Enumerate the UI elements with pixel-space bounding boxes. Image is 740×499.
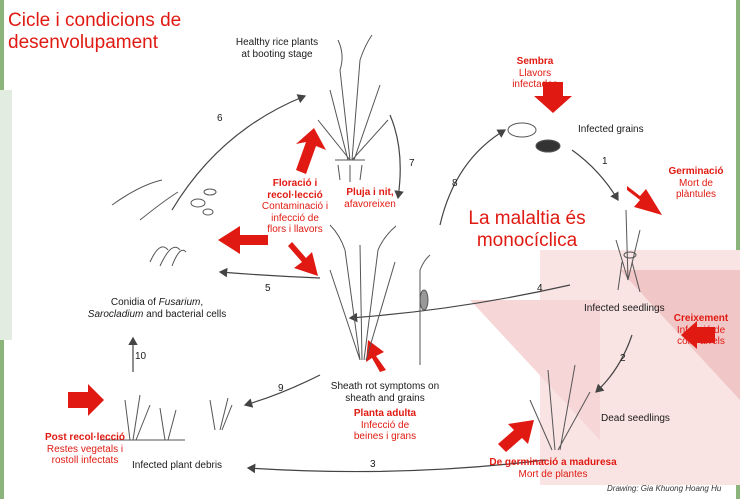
red-arrow-pluja <box>288 242 318 276</box>
post-recol-title: Post recol·lecció <box>30 432 140 444</box>
red-arrow-floracio <box>296 128 326 174</box>
germ-madur-title: De germinació a maduresa <box>478 457 628 469</box>
sheath-rot-line-2: sheath and grains <box>320 393 450 405</box>
step-2: 2 <box>620 353 626 365</box>
title-line-1: Cicle i condicions de <box>8 10 181 32</box>
germinacio-line-2: plàntules <box>656 189 736 201</box>
annotation-post-recol: Post recol·lecció Restes vegetals i rost… <box>30 432 140 467</box>
title-line-2: desenvolupament <box>8 32 181 54</box>
pluja-title: Pluja i nit, <box>330 187 410 199</box>
floracio-title-1: Floració i <box>250 178 340 190</box>
planta-adulta-title: Planta adulta <box>335 408 435 420</box>
planta-adulta-line-2: beines i grans <box>335 431 435 443</box>
red-arrow-germ-madur <box>498 420 534 452</box>
healthy-plants-line-1: Healthy rice plants <box>222 37 332 49</box>
arrow-5 <box>220 272 320 278</box>
conidia-fusarium: Fusarium <box>159 297 201 308</box>
annotation-planta-adulta: Planta adulta Infecció de beines i grans <box>335 408 435 443</box>
conidia-drawing <box>112 180 216 266</box>
floracio-line-2: infecció de <box>250 213 340 225</box>
arrow-1 <box>572 150 618 200</box>
annotation-pluja: Pluja i nit, afavoreixen <box>330 187 410 210</box>
center-label: La malaltia és monocíclica <box>452 208 602 252</box>
step-3: 3 <box>370 459 376 471</box>
planta-adulta-line-1: Infecció de <box>335 420 435 432</box>
germinacio-title: Germinació <box>656 166 736 178</box>
red-arrow-planta-adulta <box>366 340 386 372</box>
annotation-sembra: Sembra Llavors infectades <box>490 56 580 91</box>
dead-seedlings-label: Dead seedlings <box>601 413 670 425</box>
floracio-line-1: Contaminació i <box>250 201 340 213</box>
healthy-plants-label: Healthy rice plants at booting stage <box>222 37 332 60</box>
arrow-7 <box>390 115 400 198</box>
germ-madur-line-1: Mort de plantes <box>478 469 628 481</box>
step-7: 7 <box>409 158 415 170</box>
center-label-line-2: monocíclica <box>452 230 602 252</box>
sembra-line-1: Llavors <box>490 68 580 80</box>
post-recol-line-2: rostoll infectats <box>30 455 140 467</box>
creixement-line-2: coll i arrels <box>662 336 740 348</box>
step-6: 6 <box>217 113 223 125</box>
conidia-sarocladium: Sarocladium <box>88 309 144 320</box>
conidia-label: Conidia of Fusarium, Sarocladium and bac… <box>82 297 232 320</box>
step-1: 1 <box>602 156 608 168</box>
infected-grains-label: Infected grains <box>578 124 644 136</box>
floracio-line-3: flors i llavors <box>250 224 340 236</box>
conidia-text-1: Conidia of <box>111 297 159 308</box>
step-10: 10 <box>135 351 146 363</box>
drawing-credit: Drawing: Gia Khuong Hoang Hu <box>607 484 721 493</box>
annotation-germ-madur: De germinació a maduresa Mort de plantes <box>478 457 628 480</box>
post-recol-line-1: Restes vegetals i <box>30 444 140 456</box>
pluja-line-1: afavoreixen <box>330 199 410 211</box>
step-9: 9 <box>278 383 284 395</box>
sembra-line-2: infectades <box>490 79 580 91</box>
sheath-rot-label: Sheath rot symptoms on sheath and grains <box>320 381 450 404</box>
germinacio-line-1: Mort de <box>656 178 736 190</box>
conidia-comma: , <box>200 297 203 308</box>
adult-plant-drawing <box>330 225 430 365</box>
conidia-text-2: and bacterial cells <box>143 309 226 320</box>
annotation-floracio: Floració i recol·lecció Contaminació i i… <box>250 178 340 236</box>
step-8: 8 <box>452 178 458 190</box>
sembra-title: Sembra <box>490 56 580 68</box>
annotation-creixement: Creixement Infecció de coll i arrels <box>662 313 740 348</box>
healthy-plants-line-2: at booting stage <box>222 49 332 61</box>
infected-grains-drawing <box>508 123 560 152</box>
annotation-germinacio: Germinació Mort de plàntules <box>656 166 736 201</box>
plant-debris-label: Infected plant debris <box>132 460 222 472</box>
red-arrow-post-recol <box>68 384 104 416</box>
step-4: 4 <box>537 283 543 295</box>
sheath-rot-line-1: Sheath rot symptoms on <box>320 381 450 393</box>
floracio-title-2: recol·lecció <box>250 190 340 202</box>
infected-seedlings-label: Infected seedlings <box>584 303 665 315</box>
creixement-line-1: Infecció de <box>662 325 740 337</box>
diagram-title: Cicle i condicions de desenvolupament <box>8 10 181 54</box>
center-label-line-1: La malaltia és <box>452 208 602 230</box>
creixement-title: Creixement <box>662 313 740 325</box>
step-5: 5 <box>265 283 271 295</box>
